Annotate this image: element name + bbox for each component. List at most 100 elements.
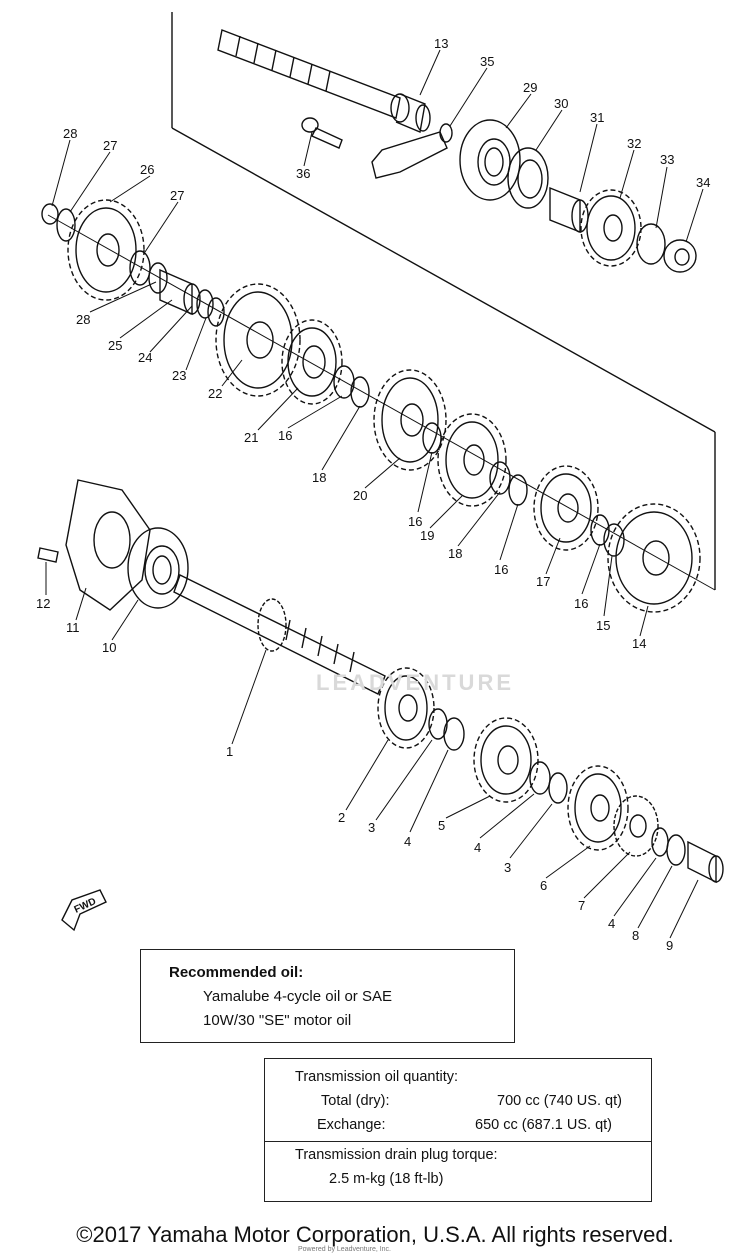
callout-number: 36 bbox=[296, 166, 310, 181]
exchange-value: 650 cc (687.1 US. qt) bbox=[475, 1117, 613, 1133]
gear-6 bbox=[567, 765, 629, 851]
callout-number: 24 bbox=[138, 350, 152, 365]
callout-number: 8 bbox=[632, 928, 639, 943]
callout-number: 19 bbox=[420, 528, 434, 543]
leader-lines bbox=[45, 49, 704, 939]
callout-number: 10 bbox=[102, 640, 116, 655]
callout-number: 1 bbox=[226, 744, 233, 759]
callout-number: 14 bbox=[632, 636, 646, 651]
gear-2 bbox=[377, 667, 435, 749]
washer bbox=[56, 208, 76, 242]
bolt bbox=[37, 547, 59, 563]
callout-number: 21 bbox=[244, 430, 258, 445]
gear-21 bbox=[281, 319, 343, 405]
callout-number: 28 bbox=[63, 126, 77, 141]
copyright-notice: ©2017 Yamaha Motor Corporation, U.S.A. A… bbox=[76, 1222, 674, 1247]
callout-number: 31 bbox=[590, 110, 604, 125]
callout-number: 20 bbox=[353, 488, 367, 503]
gear-20 bbox=[373, 369, 447, 471]
nut bbox=[663, 239, 697, 273]
drive-axle-top bbox=[217, 29, 431, 133]
gear-14 bbox=[607, 503, 701, 613]
cover-plate bbox=[65, 479, 151, 611]
circlip bbox=[422, 422, 442, 454]
circlip bbox=[196, 289, 214, 319]
recommended-oil-box: Recommended oil: Yamalube 4-cycle oil or… bbox=[140, 949, 515, 1043]
bolt bbox=[301, 117, 343, 149]
callout-number: 4 bbox=[608, 916, 615, 931]
callout-number: 33 bbox=[660, 152, 674, 167]
callout-number: 32 bbox=[627, 136, 641, 151]
oil-box-line: 10W/30 "SE" motor oil bbox=[203, 1012, 352, 1029]
axis-line bbox=[47, 214, 716, 591]
callout-number: 15 bbox=[596, 618, 610, 633]
boundary-line bbox=[171, 127, 716, 433]
callout-number: 18 bbox=[448, 546, 462, 561]
callout-number: 23 bbox=[172, 368, 186, 383]
washer bbox=[666, 834, 686, 866]
collar bbox=[549, 186, 581, 234]
callout-number: 29 bbox=[523, 80, 537, 95]
callout-number: 12 bbox=[36, 596, 50, 611]
washer bbox=[129, 250, 151, 286]
bearing bbox=[127, 527, 189, 609]
callout-number: 18 bbox=[312, 470, 326, 485]
callout-number: 16 bbox=[408, 514, 422, 529]
circlip bbox=[41, 203, 59, 225]
callout-number: 4 bbox=[404, 834, 411, 849]
main-axle bbox=[173, 574, 386, 695]
callout-number: 6 bbox=[540, 878, 547, 893]
gear-26 bbox=[67, 199, 145, 301]
circlip bbox=[350, 376, 370, 408]
gear-17 bbox=[533, 465, 599, 551]
callout-number: 13 bbox=[434, 36, 448, 51]
circlip bbox=[428, 708, 448, 740]
gear-5 bbox=[473, 717, 539, 803]
washer bbox=[489, 461, 511, 495]
circlip bbox=[548, 772, 568, 804]
bushing bbox=[159, 268, 193, 316]
small-credit: Powered by Leadventure, Inc. bbox=[298, 1246, 392, 1253]
callout-number: 17 bbox=[536, 574, 550, 589]
washer bbox=[207, 297, 225, 327]
callout-number: 35 bbox=[480, 54, 494, 69]
callout-number: 11 bbox=[66, 620, 80, 635]
callout-number: 30 bbox=[554, 96, 568, 111]
callout-number: 27 bbox=[103, 138, 117, 153]
watermark: LEADVENTURE bbox=[316, 670, 515, 695]
washer bbox=[439, 123, 453, 143]
oil-quantity-title: Transmission oil quantity: bbox=[295, 1069, 459, 1085]
callout-numbers: 13 35 29 30 31 32 33 34 36 28 27 26 27 2… bbox=[36, 36, 710, 953]
washer bbox=[443, 717, 465, 751]
bearing bbox=[459, 119, 521, 201]
callout-number: 2 bbox=[338, 810, 345, 825]
circlip bbox=[148, 262, 168, 294]
transmission-spec-box: Transmission oil quantity: Total (dry): … bbox=[264, 1058, 652, 1202]
bracket bbox=[371, 131, 448, 179]
oil-box-title: Recommended oil: bbox=[169, 964, 304, 981]
lock-washer bbox=[636, 223, 666, 265]
gear-22 bbox=[215, 283, 301, 397]
gear-19 bbox=[437, 413, 507, 507]
drive-sprocket bbox=[580, 189, 642, 267]
callout-number: 4 bbox=[474, 840, 481, 855]
washer bbox=[603, 523, 625, 557]
callout-number: 25 bbox=[108, 338, 122, 353]
needle-bearing bbox=[687, 840, 724, 884]
washer bbox=[529, 761, 551, 795]
drain-plug-torque-value: 2.5 m-kg (18 ft-lb) bbox=[329, 1171, 444, 1187]
circlip bbox=[651, 827, 669, 857]
callout-number: 9 bbox=[666, 938, 673, 953]
divider bbox=[265, 1141, 651, 1142]
drain-plug-torque-title: Transmission drain plug torque: bbox=[295, 1147, 498, 1163]
callout-number: 34 bbox=[696, 175, 710, 190]
callout-number: 16 bbox=[278, 428, 292, 443]
oil-seal bbox=[507, 147, 549, 209]
callout-number: 16 bbox=[574, 596, 588, 611]
callout-number: 22 bbox=[208, 386, 222, 401]
callout-number: 27 bbox=[170, 188, 184, 203]
gear-7 bbox=[613, 795, 659, 857]
callout-number: 7 bbox=[578, 898, 585, 913]
callout-number: 26 bbox=[140, 162, 154, 177]
